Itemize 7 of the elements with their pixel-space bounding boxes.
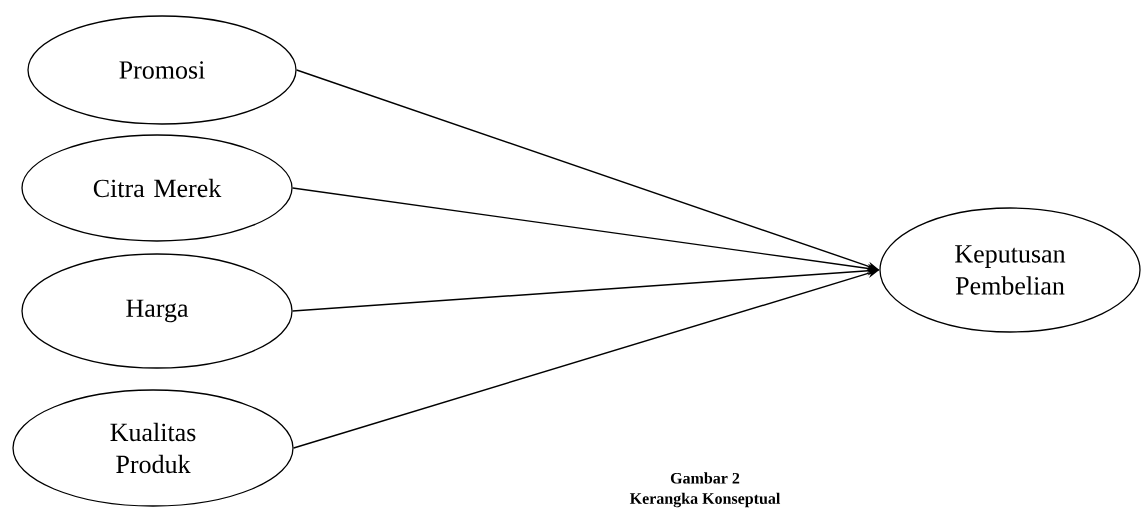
ellipse-node: Keputusan Pembelian xyxy=(879,207,1141,333)
ellipse-node: Citra Merek xyxy=(21,134,293,242)
ellipse-node: Kualitas Produk xyxy=(12,389,294,507)
ellipse-node: Harga xyxy=(21,253,293,369)
ellipse-node: Promosi xyxy=(27,15,297,125)
caption-text: Kerangka Konseptual xyxy=(629,492,781,508)
caption-text: Gambar 2 xyxy=(670,472,740,484)
